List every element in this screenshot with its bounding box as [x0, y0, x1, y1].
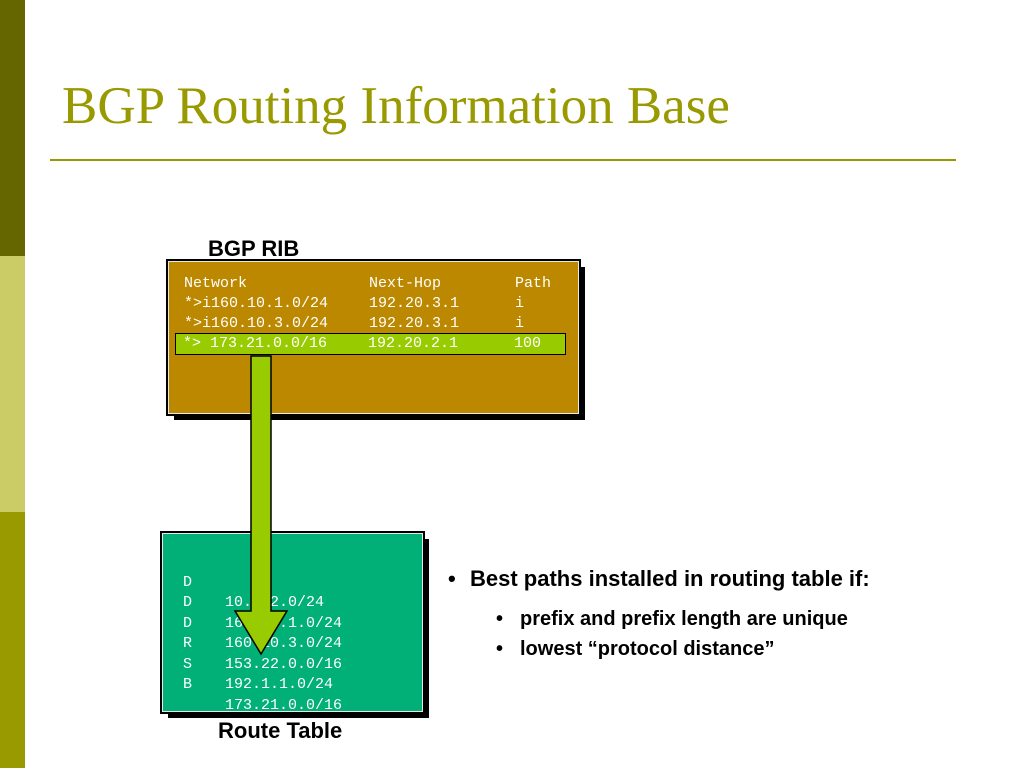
title-divider [50, 159, 956, 161]
rib-next-hop: 192.20.2.1 [368, 335, 459, 352]
route-code: D [183, 573, 193, 591]
rib-network: *>i160.10.1.0/24 [184, 295, 329, 312]
slide-title: BGP Routing Information Base [62, 77, 730, 135]
bgp-rib-row: *>i160.10.1.0/24 192.20.3.1 i [184, 294, 524, 397]
route-table-row: D 10.1.2.0/24 [183, 552, 324, 634]
header-path: Path [515, 275, 552, 292]
sub-bullet: prefix and prefix length are unique [496, 604, 1008, 634]
bgp-rib-best-row: *> 173.21.0.0/16 192.20.2.1 100 [183, 334, 563, 354]
rib-network: *> 173.21.0.0/16 [183, 335, 328, 352]
rib-next-hop: 192.20.3.1 [369, 315, 460, 332]
route-code: D [183, 614, 193, 632]
side-bar-olive [0, 512, 25, 768]
bgp-rib-row: *>i160.10.3.0/24 192.20.3.1 i [184, 314, 524, 417]
route-code: S [183, 655, 193, 673]
bullet-main: Best paths installed in routing table if… [448, 566, 1008, 592]
sub-bullet-list: prefix and prefix length are unique lowe… [496, 604, 1008, 664]
route-code: R [183, 635, 193, 652]
rib-path: i [515, 295, 525, 312]
route-code: B [183, 676, 193, 693]
rib-next-hop: 192.20.3.1 [369, 295, 460, 312]
sub-bullet: lowest “protocol distance” [496, 634, 1008, 664]
route-table-panel: D 10.1.2.0/24 D 160.10.1.0/24 D 160.10.3… [160, 531, 425, 714]
header-network: Network [184, 275, 248, 292]
rib-path: i [515, 315, 525, 332]
side-bar-dark [0, 0, 25, 256]
rib-path: 100 [514, 335, 542, 352]
route-table-row: S 192.1.1.0/24 [183, 634, 333, 716]
bgp-rib-label: BGP RIB [208, 236, 300, 261]
header-next-hop: Next-Hop [369, 275, 442, 292]
route-prefix: 153.22.0.0/16 [225, 655, 343, 673]
route-table-row: R 153.22.0.0/16 [183, 614, 342, 696]
best-path-highlight [175, 333, 566, 355]
rib-network: *>i160.10.3.0/24 [184, 315, 329, 332]
route-prefix: 10.1.2.0/24 [225, 594, 325, 611]
bgp-rib-header-row: Network Next-Hop Path [184, 274, 551, 377]
route-code: D [183, 594, 193, 611]
bullet-list: Best paths installed in routing table if… [448, 566, 1008, 664]
side-bar-light [0, 256, 25, 512]
route-table-row: B 173.21.0.0/16 [183, 655, 342, 737]
route-table-label: Route Table [218, 718, 343, 743]
route-prefix: 173.21.0.0/16 [225, 696, 343, 714]
route-prefix: 192.1.1.0/24 [225, 676, 334, 693]
